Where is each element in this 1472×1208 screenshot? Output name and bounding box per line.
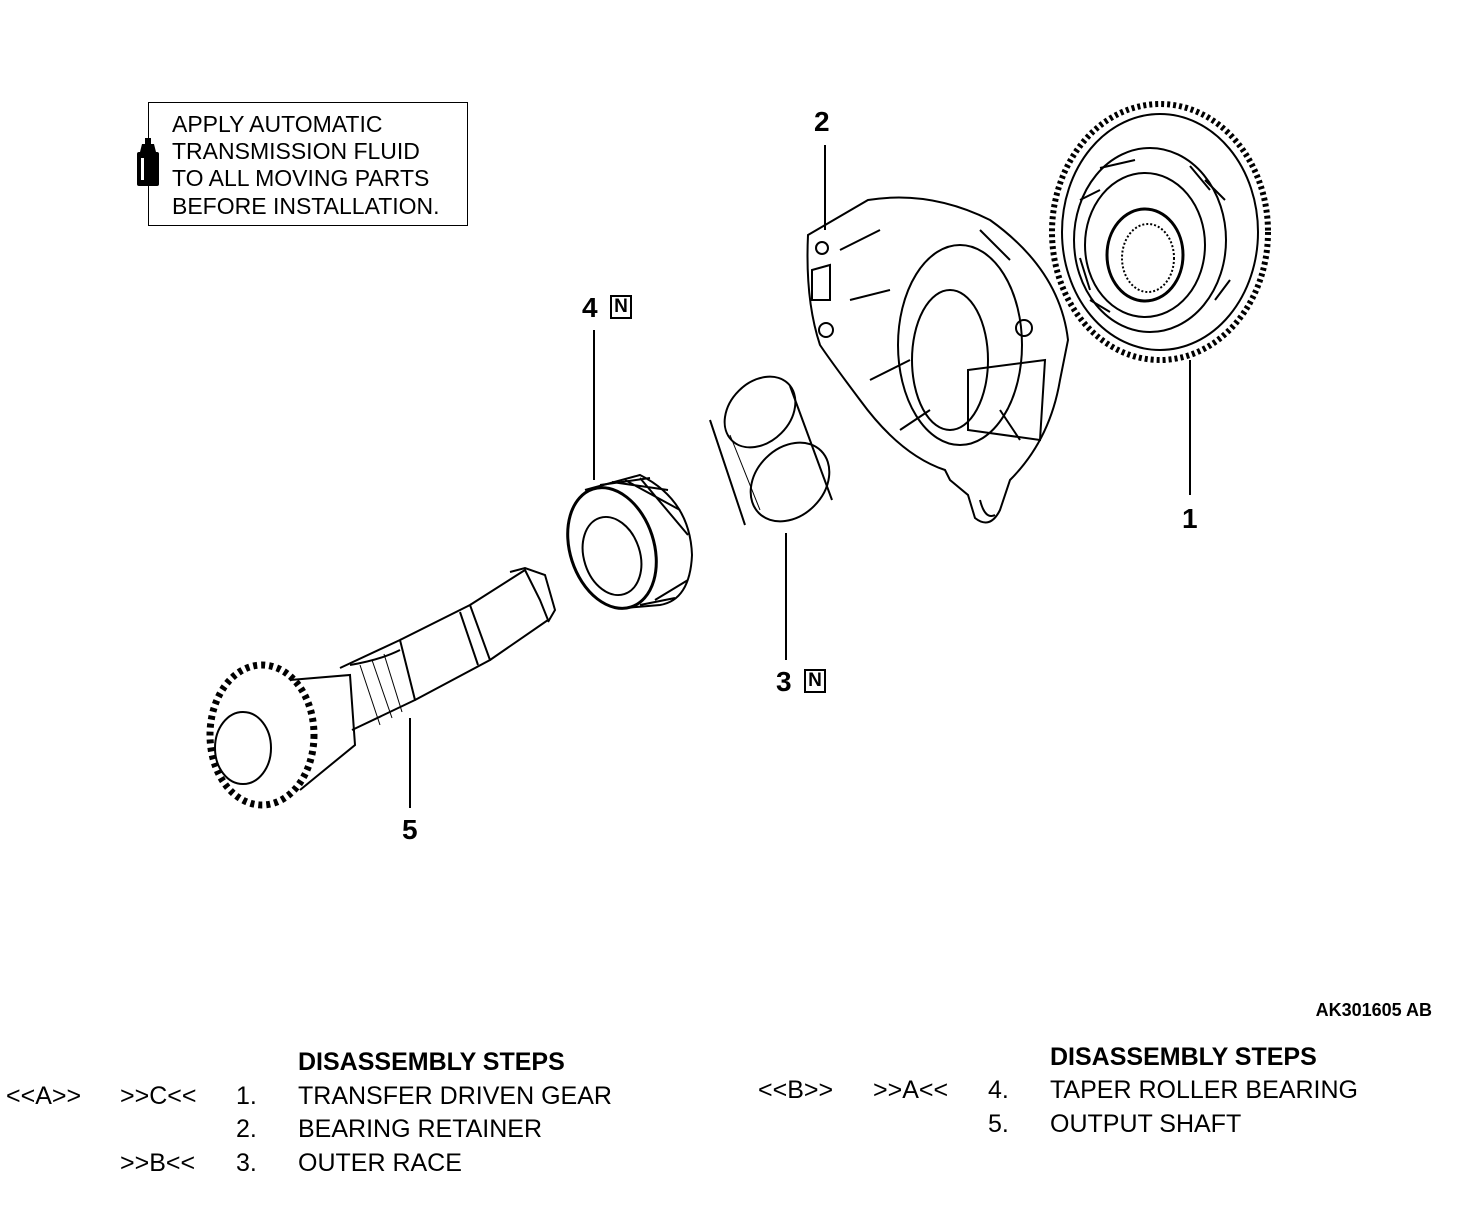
steps-left-heading: DISASSEMBLY STEPS [298, 1048, 565, 1076]
callout-2: 2 [814, 106, 830, 137]
note-line-4: BEFORE INSTALLATION. [172, 193, 440, 219]
steps-left-row2-num: 2. [236, 1115, 257, 1143]
steps-left-row1-num: 1. [236, 1082, 257, 1110]
steps-left-row1-install: >>C<< [120, 1082, 197, 1110]
transfer-driven-gear-drawing [1049, 101, 1271, 363]
steps-left-row2-name: BEARING RETAINER [298, 1115, 543, 1143]
steps-left-row3-num: 3. [236, 1149, 257, 1177]
callout-3: 3 [776, 666, 792, 697]
steps-left-row1-removal: <<A>> [6, 1082, 82, 1110]
leader-lines [409, 145, 1191, 808]
steps-right-row2-num: 5. [988, 1110, 1009, 1138]
callout-4: 4 [582, 292, 598, 323]
steps-right-row1-name: TAPER ROLLER BEARING [1050, 1076, 1358, 1104]
steps-left-row1-name: TRANSFER DRIVEN GEAR [298, 1082, 612, 1110]
oil-bottle-icon [137, 138, 159, 186]
new-part-badge-4: N [610, 295, 632, 319]
callout-1: 1 [1182, 503, 1198, 534]
steps-right-row1-removal: <<B>> [758, 1076, 834, 1104]
output-shaft-drawing [206, 566, 557, 809]
steps-right-row1-num: 4. [988, 1076, 1009, 1104]
steps-right-heading: DISASSEMBLY STEPS [1050, 1043, 1317, 1071]
note-line-1: APPLY AUTOMATIC [172, 111, 383, 137]
callout-5: 5 [402, 814, 418, 845]
note-line-2: TRANSMISSION FLUID [172, 138, 420, 164]
taper-roller-bearing-drawing [566, 473, 694, 610]
figure-code: AK301605 AB [1315, 1000, 1432, 1020]
steps-right-row2-name: OUTPUT SHAFT [1050, 1110, 1242, 1138]
steps-left-row3-name: OUTER RACE [298, 1149, 462, 1177]
new-part-badge-3: N [804, 669, 826, 693]
bearing-retainer-drawing [806, 196, 1070, 524]
outer-race-drawing [709, 375, 833, 526]
steps-left-row3-install: >>B<< [120, 1149, 196, 1177]
steps-right-row1-install: >>A<< [873, 1076, 949, 1104]
note-line-3: TO ALL MOVING PARTS [172, 165, 430, 191]
